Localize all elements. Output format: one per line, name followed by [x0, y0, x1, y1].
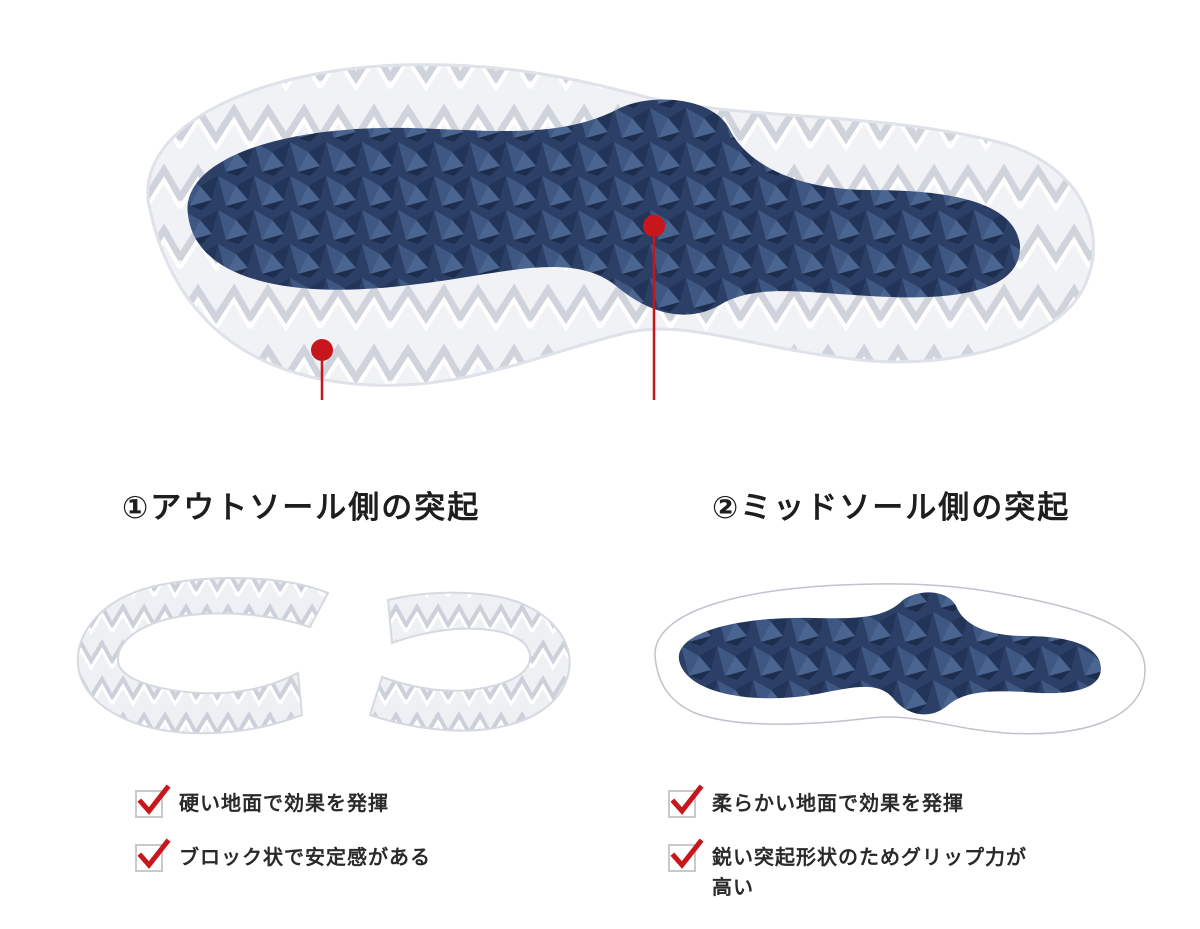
- feature-text: 柔らかい地面で効果を発揮: [712, 791, 964, 815]
- midsole-heading: ②ミッドソール側の突起: [712, 490, 1071, 526]
- checkbox-icon: [668, 784, 704, 818]
- checkbox-icon: [135, 838, 171, 872]
- sole-image: [146, 63, 1095, 400]
- outsole-feature-2: ブロック状で安定感がある: [135, 838, 431, 872]
- check-icon: [137, 784, 171, 815]
- outsole-heading: ①アウトソール側の突起: [122, 490, 481, 526]
- midsole-image: [654, 583, 1146, 735]
- checkbox-icon: [668, 838, 704, 872]
- check-icon: [670, 838, 704, 869]
- feature-text: 鋭い突起形状のためグリップ力が 高い: [712, 845, 1027, 899]
- outsole-feature-1: 硬い地面で効果を発揮: [135, 784, 389, 818]
- feature-text: 硬い地面で効果を発揮: [179, 791, 389, 815]
- check-icon: [137, 838, 171, 869]
- checkbox-icon: [135, 784, 171, 818]
- check-icon: [670, 784, 704, 815]
- outsole-image: [76, 577, 571, 735]
- midsole-feature-1: 柔らかい地面で効果を発揮: [668, 784, 964, 818]
- midsole-feature-2: 鋭い突起形状のためグリップ力が 高い: [668, 838, 1027, 902]
- feature-text: ブロック状で安定感がある: [179, 845, 431, 869]
